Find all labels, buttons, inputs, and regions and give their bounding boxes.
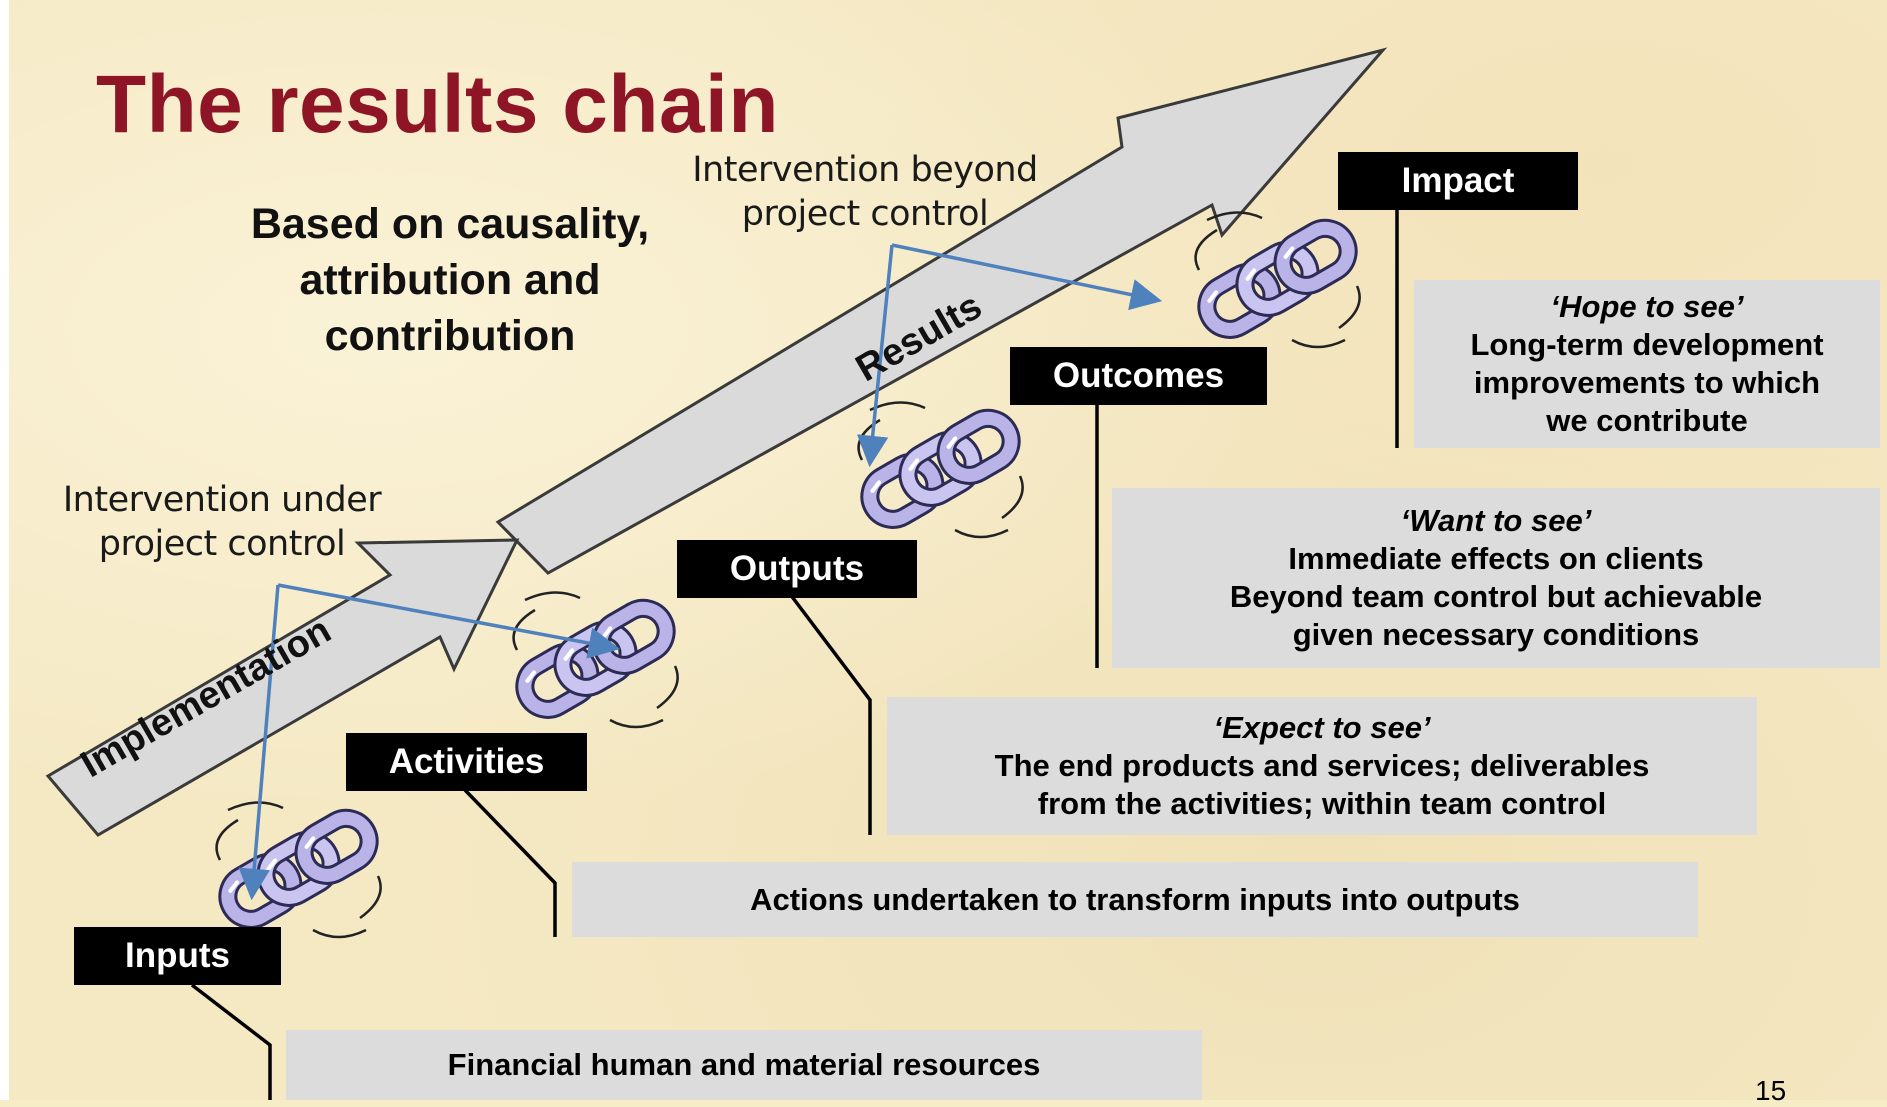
desc-tag: ‘Expect to see’ [1213,710,1431,745]
desc-line: Immediate effects on clients [1288,541,1704,576]
desc-tag: ‘Hope to see’ [1550,289,1744,324]
chain-link-inputs-activities [217,802,381,937]
description-outcomes: ‘Want to see’ Immediate effects on clien… [1112,488,1880,668]
page-number: 15 [1755,1075,1787,1106]
desc-line: we contribute [1546,403,1748,438]
note-line: Intervention under [62,480,382,520]
desc-tag: ‘Want to see’ [1400,503,1592,538]
stage-activities: Activities [346,733,587,791]
desc-line: The end products and services; deliverab… [994,748,1650,783]
chain-link-activities-outputs [514,592,678,727]
stage-impact: Impact [1338,152,1578,210]
stage-outputs: Outputs [677,540,917,598]
note-line: project control [98,524,346,564]
desc-line: improvements to which [1473,365,1821,400]
chain-link-outputs-outcomes [859,402,1023,537]
note-line: project control [741,194,989,234]
stage-inputs: Inputs [74,927,281,985]
page-title: The results chain [96,59,779,150]
results-arrow [495,47,1388,575]
desc-line: Beyond team control but achievable [1229,579,1763,614]
subtitle-line: contribution [324,312,576,360]
slide-left-edge [0,0,9,1100]
description-inputs: Financial human and material resources [286,1030,1202,1100]
stage-outcomes: Outcomes [1010,347,1267,405]
subtitle-line: attribution and [299,256,601,304]
desc-line: Actions undertaken to transform inputs i… [750,881,1520,917]
note-intervention-under: Intervention under project control [52,478,392,566]
desc-line: from the activities; within team control [1037,786,1607,821]
note-intervention-beyond: Intervention beyond project control [690,148,1040,236]
note-line: Intervention beyond [692,150,1038,190]
subtitle: Based on causality, attribution and cont… [185,196,715,364]
desc-line: given necessary conditions [1292,617,1700,652]
description-outputs: ‘Expect to see’ The end products and ser… [887,697,1757,835]
implementation-arrow [45,538,520,837]
subtitle-line: Based on causality, [250,200,650,248]
description-impact: ‘Hope to see’ Long-term development impr… [1414,280,1880,448]
desc-line: Financial human and material resources [447,1047,1041,1082]
description-activities: Actions undertaken to transform inputs i… [572,862,1698,937]
desc-line: Long-term development [1470,327,1824,362]
leader-lines [190,200,1399,1100]
pointer-arrows [238,243,1163,901]
